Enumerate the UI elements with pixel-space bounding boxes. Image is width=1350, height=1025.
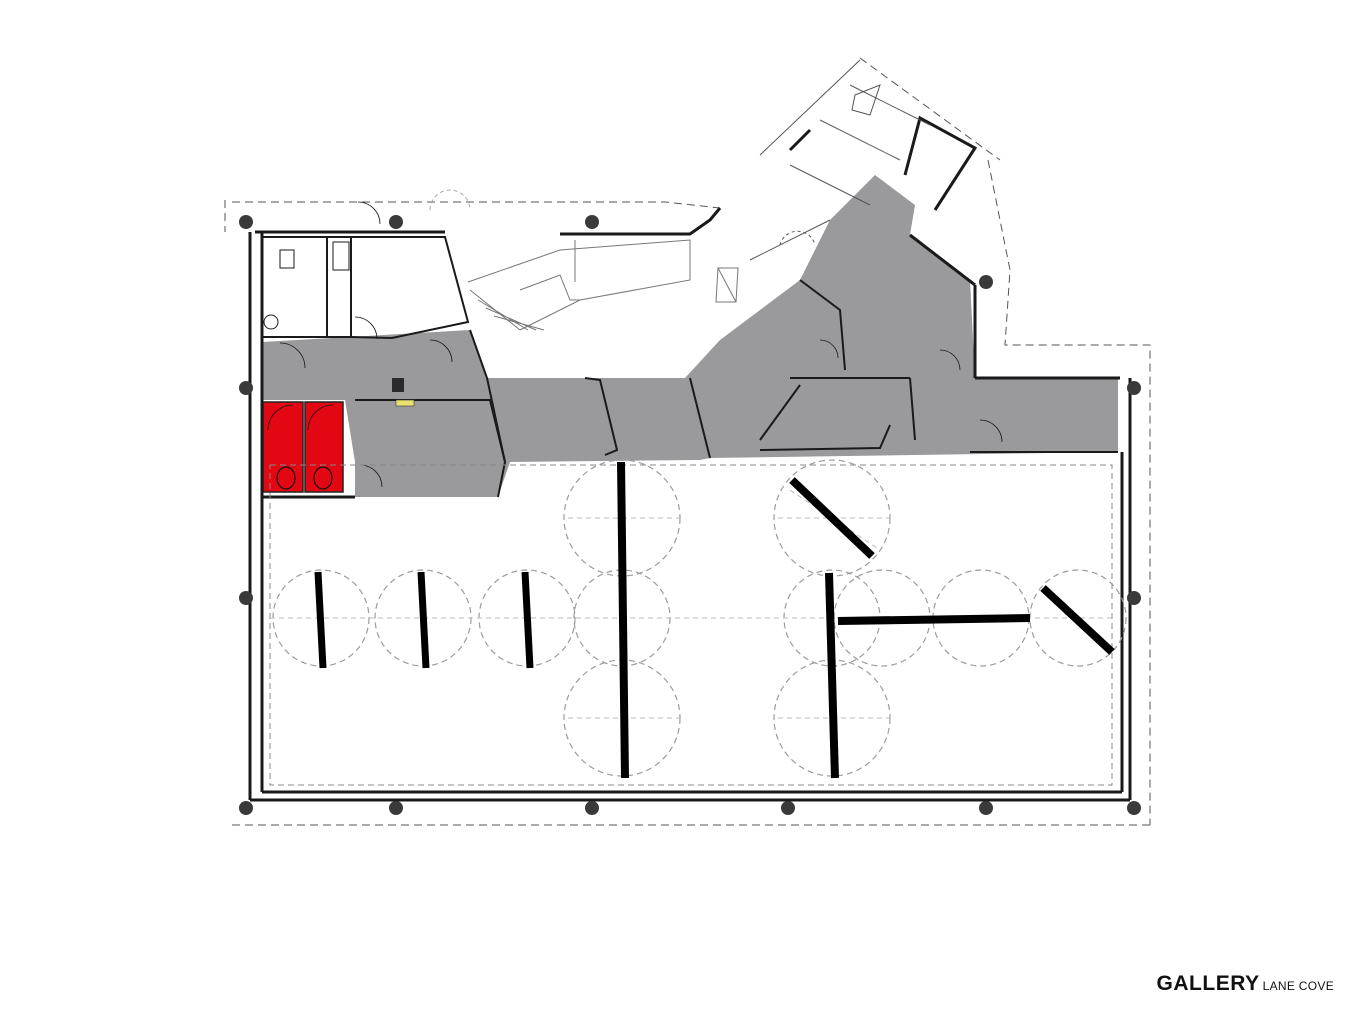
toilet-cubicle-right [304,401,344,493]
column [585,801,599,815]
fixtures [392,378,415,407]
column [239,801,253,815]
site-boundary [224,57,1151,826]
toilet-cubicles [262,401,344,493]
column [781,801,795,815]
column [389,215,403,229]
gallery-title: GALLERY [1156,972,1260,995]
column [239,215,253,229]
column [585,215,599,229]
partition-1 [314,571,327,669]
partition-6 [825,572,839,779]
exterior-walls [248,115,1132,802]
column [1127,591,1141,605]
column [239,381,253,395]
interior-walls [279,279,1118,498]
column [1127,801,1141,815]
column [1127,381,1141,395]
circulation-area [262,175,1118,497]
partition-5 [789,477,875,559]
movable-partitions [314,461,1115,779]
column [239,591,253,605]
column [979,801,993,815]
column [979,275,993,289]
gallery-hall-boundary [269,464,1113,786]
gallery-subtitle: LANE COVE [1262,979,1334,993]
partition-2 [417,571,430,669]
northeast-wing [749,59,931,261]
toilet-cubicle-left [262,401,304,493]
partition-7 [837,614,1031,625]
structural-columns [239,215,1141,815]
stair-entry [429,189,739,331]
partition-4 [617,461,629,779]
partition-track-lines [270,489,1112,719]
partition-3 [521,571,534,669]
service-rooms [261,201,470,340]
column [389,801,403,815]
partition-8 [1040,585,1115,655]
